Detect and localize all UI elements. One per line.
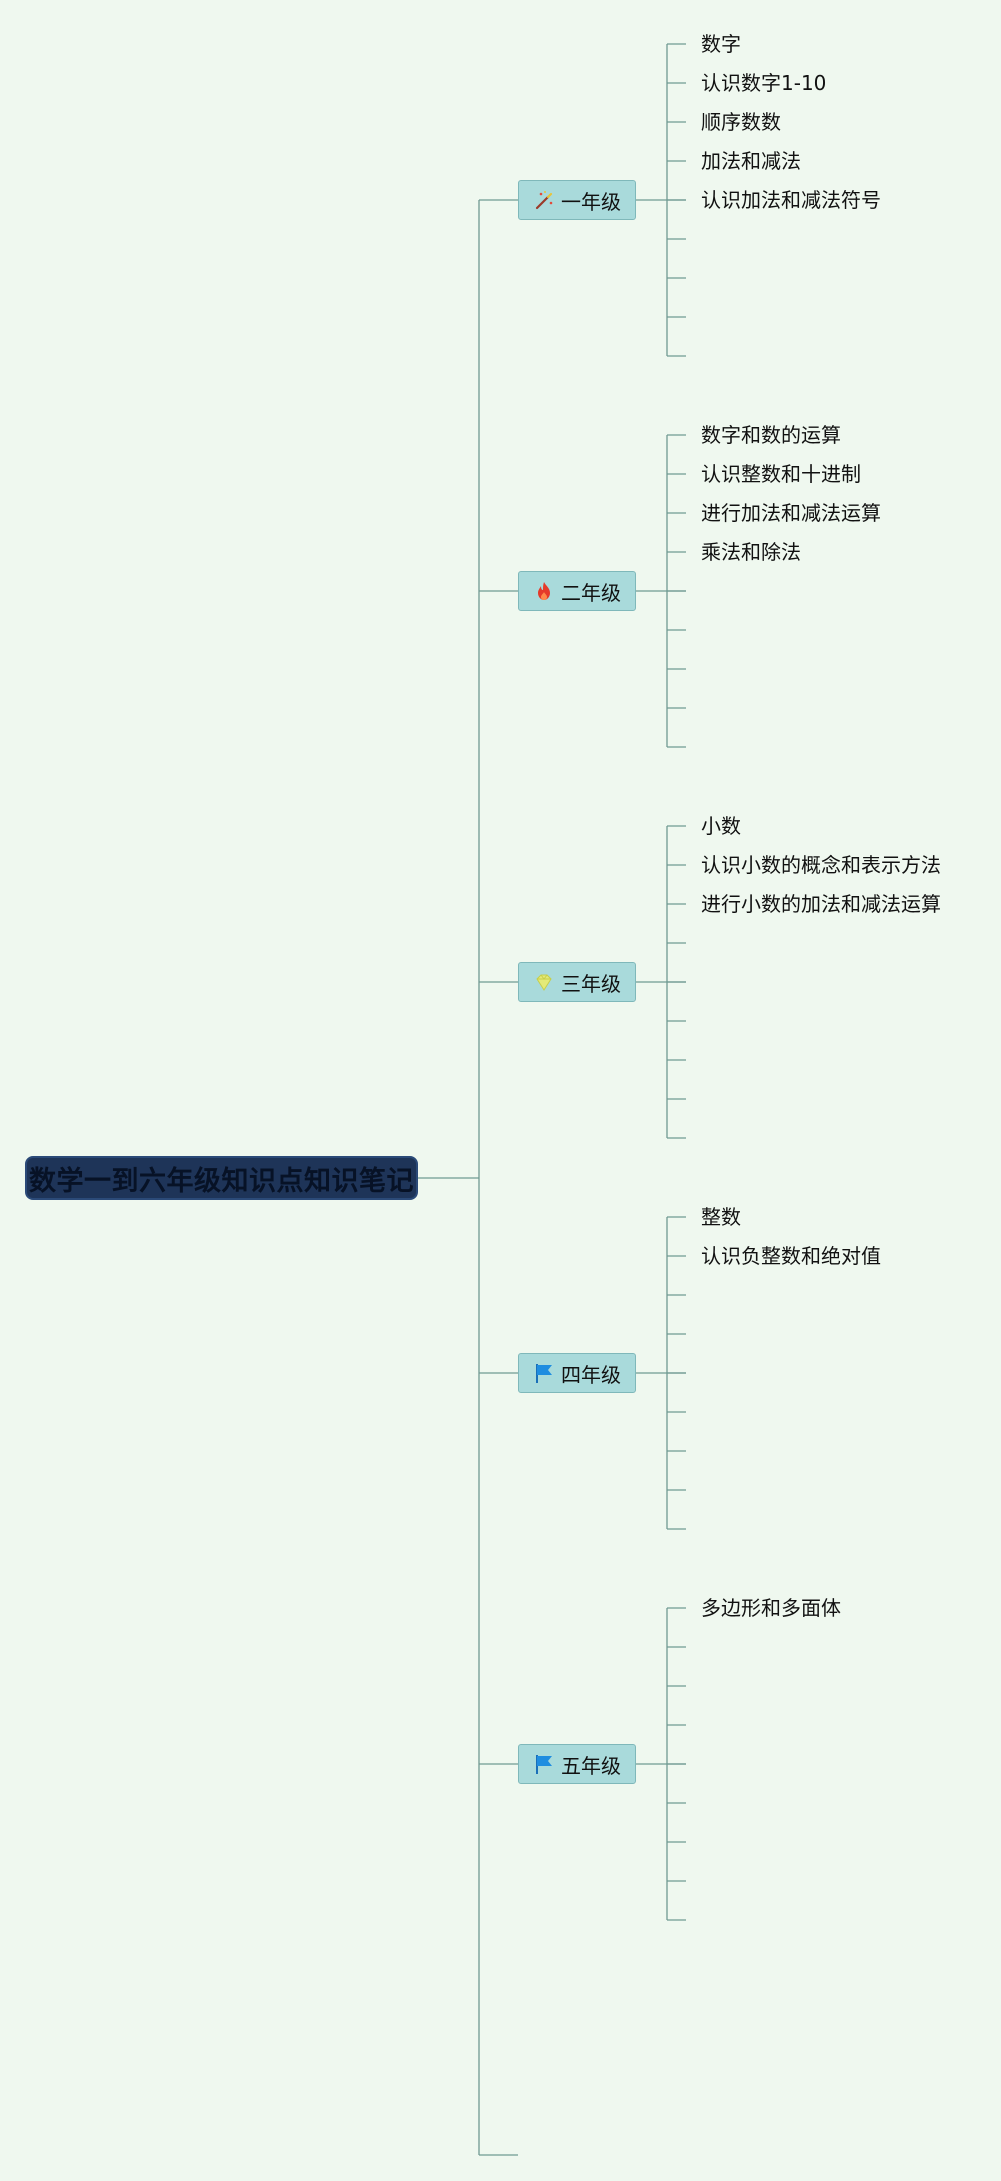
grade-node-1[interactable]: 一年级 (518, 180, 636, 220)
leaf-item[interactable]: 认识数字1-10 (701, 71, 827, 95)
leaf-item[interactable]: 进行小数的加法和减法运算 (701, 892, 941, 916)
flag-icon (533, 1753, 555, 1775)
grade-label: 四年级 (561, 1362, 621, 1387)
leaf-item[interactable]: 乘法和除法 (701, 540, 801, 564)
root-title: 数学一到六年级知识点知识笔记 (29, 1165, 414, 1197)
leaf-item[interactable]: 认识整数和十进制 (701, 462, 861, 486)
leaf-item[interactable]: 认识加法和减法符号 (701, 188, 881, 212)
grade-node-2[interactable]: 二年级 (518, 571, 636, 611)
flag-icon (533, 1362, 555, 1384)
leaf-item[interactable]: 整数 (701, 1205, 741, 1229)
grade-label: 五年级 (561, 1753, 621, 1778)
gem-icon (533, 971, 555, 993)
leaf-item[interactable]: 数字和数的运算 (701, 423, 841, 447)
grade-label: 二年级 (561, 580, 621, 605)
leaf-item[interactable]: 进行加法和减法运算 (701, 501, 881, 525)
leaf-item[interactable]: 加法和减法 (701, 149, 801, 173)
leaf-item[interactable]: 数字 (701, 32, 741, 56)
leaf-item[interactable]: 小数 (701, 814, 741, 838)
leaf-item[interactable]: 多边形和多面体 (701, 1596, 841, 1620)
leaf-item[interactable]: 认识小数的概念和表示方法 (701, 853, 941, 877)
grade-label: 三年级 (561, 971, 621, 996)
grade-node-4[interactable]: 四年级 (518, 1353, 636, 1393)
grade-label: 一年级 (561, 189, 621, 214)
leaf-item[interactable]: 顺序数数 (701, 110, 781, 134)
leaf-item[interactable]: 认识负整数和绝对值 (701, 1244, 881, 1268)
fire-icon (533, 580, 555, 602)
grade-node-3[interactable]: 三年级 (518, 962, 636, 1002)
grade-node-5[interactable]: 五年级 (518, 1744, 636, 1784)
magic-wand-icon (533, 189, 555, 211)
root-node[interactable]: 数学一到六年级知识点知识笔记 (25, 1156, 418, 1200)
